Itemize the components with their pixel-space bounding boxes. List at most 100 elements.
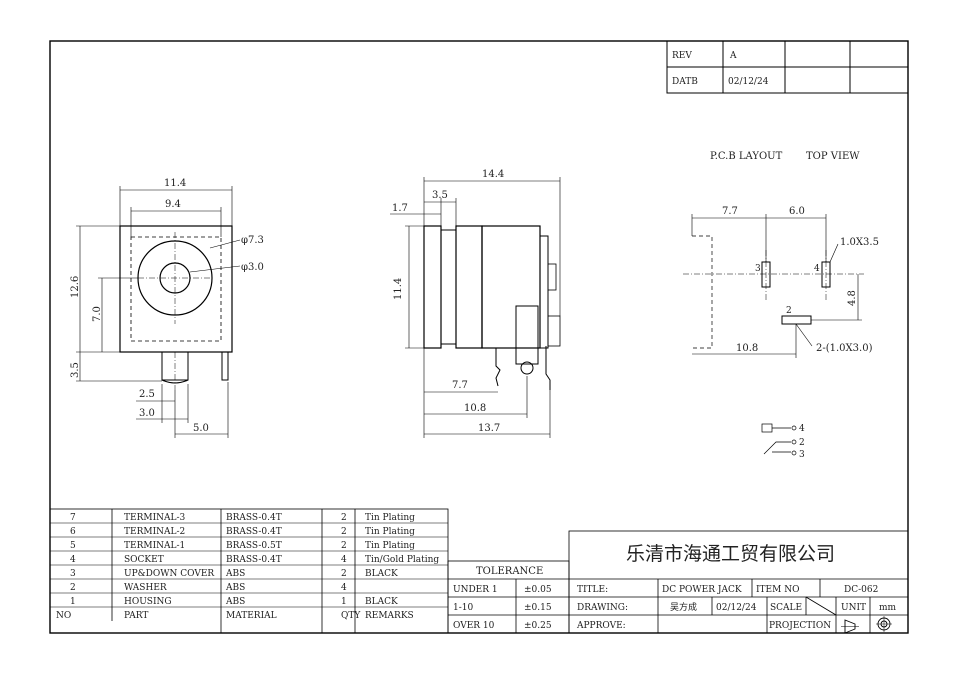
dim-width-outer: 11.4 [164, 178, 186, 189]
date-value: 02/12/24 [728, 77, 769, 87]
schematic-pin-3: 3 [799, 450, 805, 460]
bom-cell: 2 [341, 513, 347, 523]
bom-cell: 7 [70, 513, 76, 523]
bom-cell: TERMINAL-2 [124, 527, 185, 537]
bom-cell: SOCKET [124, 555, 164, 565]
drawing-label: DRAWING: [577, 603, 628, 613]
pcb-dim-a: 7.7 [722, 206, 738, 217]
bom-cell: TERMINAL-3 [124, 513, 186, 523]
pcb-pin-4: 4 [814, 264, 820, 274]
unit-value: mm [879, 603, 897, 613]
pcb-slot-note: 1.0X3.5 [840, 237, 879, 248]
title-value: DC POWER JACK [662, 585, 742, 595]
bom-cell: BLACK [365, 597, 398, 607]
bom-cell: Tin/Gold Plating [365, 555, 439, 565]
bom-cell: ABS [225, 597, 245, 607]
schematic-symbol [761, 423, 797, 456]
bom-cell: ABS [225, 569, 245, 579]
side-view-labels: 14.4 3.5 1.7 11.4 7.7 10.8 13.7 [392, 169, 504, 434]
dim-pin-c: 13.7 [478, 423, 500, 434]
title-label: TITLE: [577, 585, 608, 595]
bom-cell: WASHER [124, 583, 167, 593]
bom-cell: 4 [70, 555, 76, 565]
pcb-pin-3: 3 [755, 264, 761, 274]
dim-pin-offset-a: 2.5 [139, 389, 155, 400]
bom-header-cell: NO [56, 611, 71, 621]
dim-step: 1.7 [392, 203, 408, 214]
bom-cell: TERMINAL-1 [124, 541, 185, 551]
bom-cell: 1 [70, 597, 76, 607]
projection-label: PROJECTION [769, 621, 831, 631]
tolerance-title: TOLERANCE [476, 566, 543, 577]
dim-total-length: 14.4 [482, 169, 504, 180]
projection-symbol [841, 616, 892, 634]
dim-outer-diameter: φ7.3 [241, 235, 264, 246]
bom-cell: 4 [341, 555, 347, 565]
approve-label: APPROVE: [576, 621, 626, 631]
drawing-date: 02/12/24 [716, 603, 757, 613]
bom-cell: BRASS-0.5T [226, 541, 282, 551]
bom-cell: 6 [70, 527, 76, 537]
dim-pin-offset-b: 3.0 [139, 408, 155, 419]
dim-pin-length: 3.5 [70, 362, 81, 378]
bom-cell: BRASS-0.4T [226, 555, 282, 565]
dim-pin-span: 5.0 [193, 423, 209, 434]
dim-flange: 3.5 [432, 190, 448, 201]
side-view [390, 177, 561, 438]
bom-cell: ABS [225, 583, 245, 593]
pcb-pin-2: 2 [786, 306, 792, 316]
item-no-value: DC-062 [844, 585, 878, 595]
pcb-layout [683, 214, 864, 358]
tolerance-value: ±0.15 [524, 603, 552, 613]
pcb-layout-title: P.C.B LAYOUT [710, 151, 783, 162]
bom-cell: Tin Plating [365, 513, 415, 523]
bom-cell: Tin Plating [365, 541, 415, 551]
pcb-top-view-label: TOP VIEW [806, 151, 860, 162]
bom-cell: 2 [341, 569, 347, 579]
pcb-dim-b: 6.0 [789, 206, 805, 217]
tolerance-range: OVER 10 [453, 621, 495, 631]
schematic-labels: 4 2 3 [799, 424, 805, 460]
bom-cell: 5 [70, 541, 76, 551]
bom-cell: BLACK [365, 569, 398, 579]
bom-cell: HOUSING [124, 597, 172, 607]
dim-center-height: 7.0 [92, 306, 103, 322]
bom-cell: 3 [70, 569, 76, 579]
revision-block [666, 40, 909, 94]
bom-cell: BRASS-0.4T [226, 513, 282, 523]
pcb-slot-note-2: 2-(1.0X3.0) [816, 343, 873, 354]
front-view-labels: 11.4 9.4 φ7.3 φ3.0 12.6 7.0 3.5 2.5 3.0 … [70, 178, 264, 434]
front-view [76, 186, 241, 438]
unit-label: UNIT [841, 603, 866, 613]
bom-cell: Tin Plating [365, 527, 415, 537]
bom-header-cell: REMARKS [365, 611, 414, 621]
bom-cell: 2 [341, 527, 347, 537]
bom-header-cell: MATERIAL [226, 611, 277, 621]
dim-inner-diameter: φ3.0 [241, 262, 264, 273]
tolerance-range: 1-10 [453, 603, 473, 613]
scale-label: SCALE [770, 603, 802, 613]
bom-cell: BRASS-0.4T [226, 527, 282, 537]
title-block-grid [568, 530, 909, 634]
dim-pin-b: 10.8 [464, 403, 486, 414]
rev-label: REV [672, 51, 692, 61]
pcb-layout-labels: 7.7 6.0 1.0X3.5 3 4 2 4.8 2-(1.0X3.0) 10… [722, 206, 879, 354]
tolerance-value: ±0.25 [524, 621, 552, 631]
pcb-dim-c: 4.8 [847, 290, 858, 306]
date-label: DATB [672, 77, 698, 87]
bom-header-cell: QTY [341, 611, 361, 621]
item-no-label: ITEM NO [756, 585, 799, 595]
schematic-pin-2: 2 [799, 438, 805, 448]
bom-header-cell: PART [124, 611, 148, 621]
company-name: 乐清市海通工贸有限公司 [626, 543, 835, 565]
dim-width-inner: 9.4 [165, 199, 181, 210]
bom-cell: 2 [70, 583, 76, 593]
bom-cell: 1 [341, 597, 347, 607]
dim-height: 12.6 [70, 276, 81, 298]
tolerance-range: UNDER 1 [453, 585, 498, 595]
dim-side-height: 11.4 [393, 278, 404, 300]
tolerance-value: ±0.05 [524, 585, 552, 595]
tolerance-grid [447, 560, 570, 634]
